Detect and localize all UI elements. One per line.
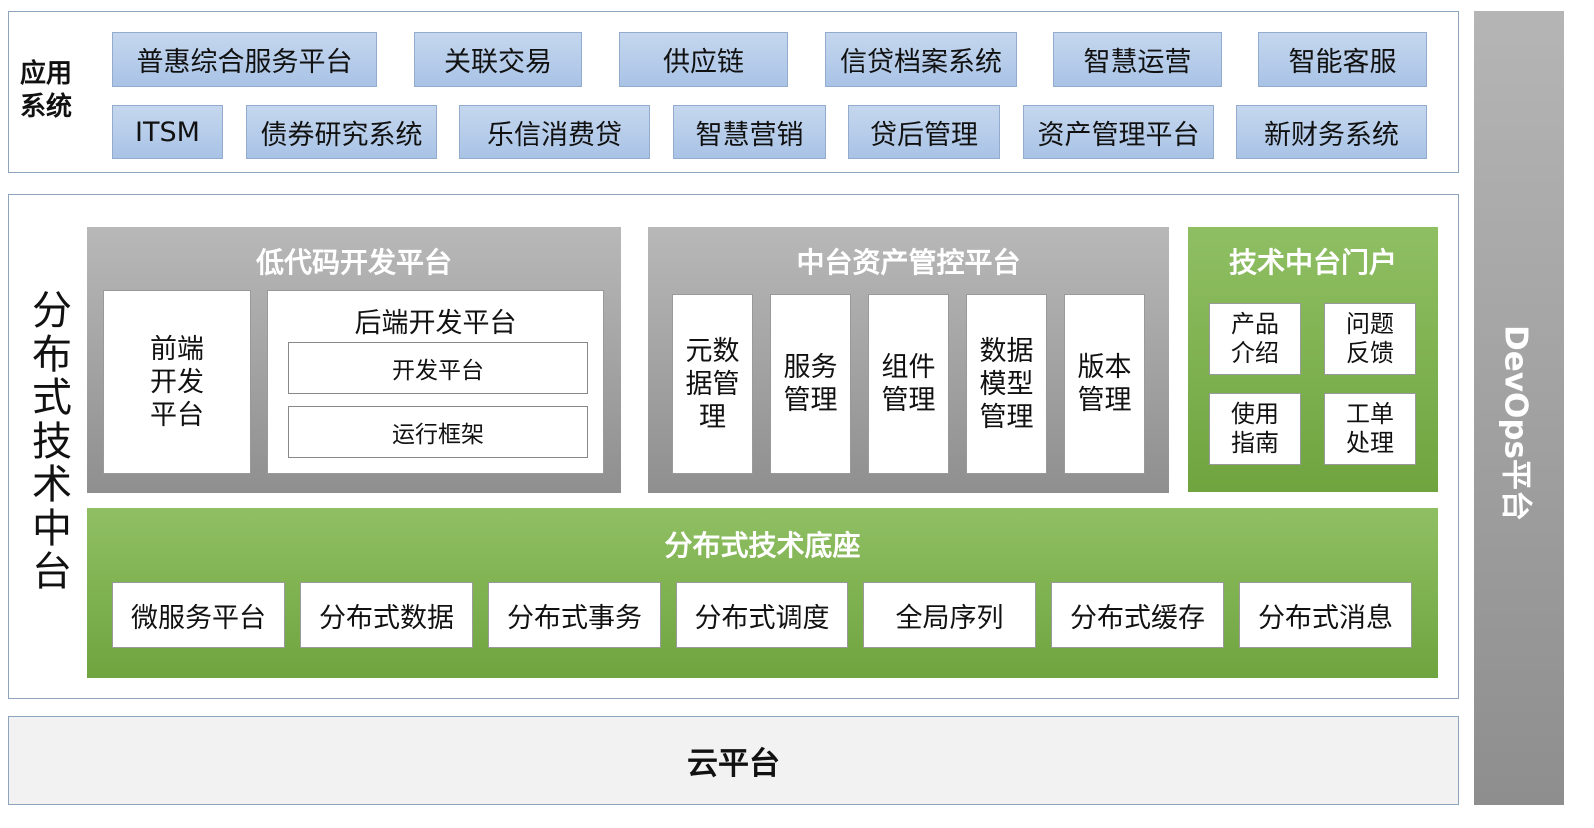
app-box: 智慧运营 — [1053, 32, 1222, 87]
base-item: 微服务平台 — [112, 582, 285, 648]
cloud-platform-layer: 云平台 — [8, 716, 1459, 805]
asset-item: 服务 管理 — [770, 294, 851, 474]
base-item: 分布式事务 — [488, 582, 661, 648]
app-box: 债券研究系统 — [246, 105, 437, 159]
backend-item: 开发平台 — [288, 342, 588, 394]
app-box: 新财务系统 — [1236, 105, 1427, 159]
portal-item: 工单 处理 — [1324, 393, 1416, 465]
app-box: 关联交易 — [414, 32, 582, 87]
app-box: 资产管理平台 — [1023, 105, 1214, 159]
app-box: 信贷档案系统 — [825, 32, 1017, 87]
base-item: 全局序列 — [863, 582, 1036, 648]
app-box: 智慧营销 — [673, 105, 826, 159]
base-item: 分布式数据 — [300, 582, 473, 648]
app-box: 供应链 — [619, 32, 788, 87]
application-layer-title: 应用 系统 — [20, 59, 73, 122]
middle-platform-title: 分 布 式 技 术 中 台 — [32, 288, 72, 595]
base-item: 分布式缓存 — [1051, 582, 1224, 648]
lowcode-panel-title: 低代码开发平台 — [255, 246, 452, 279]
portal-item: 问题 反馈 — [1324, 303, 1416, 375]
asset-control-panel-title: 中台资产管控平台 — [796, 246, 1021, 279]
distributed-base-title: 分布式技术底座 — [664, 529, 861, 562]
app-box: ITSM — [112, 105, 223, 159]
portal-item: 产品 介绍 — [1209, 303, 1301, 375]
backend-dev-platform-title: 后端开发平台 — [354, 308, 517, 339]
frontend-dev-platform: 前端 开发 平台 — [103, 290, 251, 474]
app-box: 贷后管理 — [848, 105, 1000, 159]
base-item: 分布式消息 — [1239, 582, 1412, 648]
base-item: 分布式调度 — [676, 582, 848, 648]
app-box: 乐信消费贷 — [459, 105, 650, 159]
asset-item: 数据 模型 管理 — [966, 294, 1047, 474]
tech-portal-panel-title: 技术中台门户 — [1228, 246, 1397, 279]
devops-platform-column: DevOps平台 — [1474, 11, 1564, 805]
asset-item: 元数 据管 理 — [672, 294, 753, 474]
asset-item: 版本 管理 — [1064, 294, 1145, 474]
app-box: 普惠综合服务平台 — [112, 32, 377, 87]
portal-item: 使用 指南 — [1209, 393, 1301, 465]
asset-item: 组件 管理 — [868, 294, 949, 474]
backend-item: 运行框架 — [288, 406, 588, 458]
devops-platform-label: DevOps平台 — [1497, 325, 1534, 521]
app-box: 智能客服 — [1258, 32, 1427, 87]
